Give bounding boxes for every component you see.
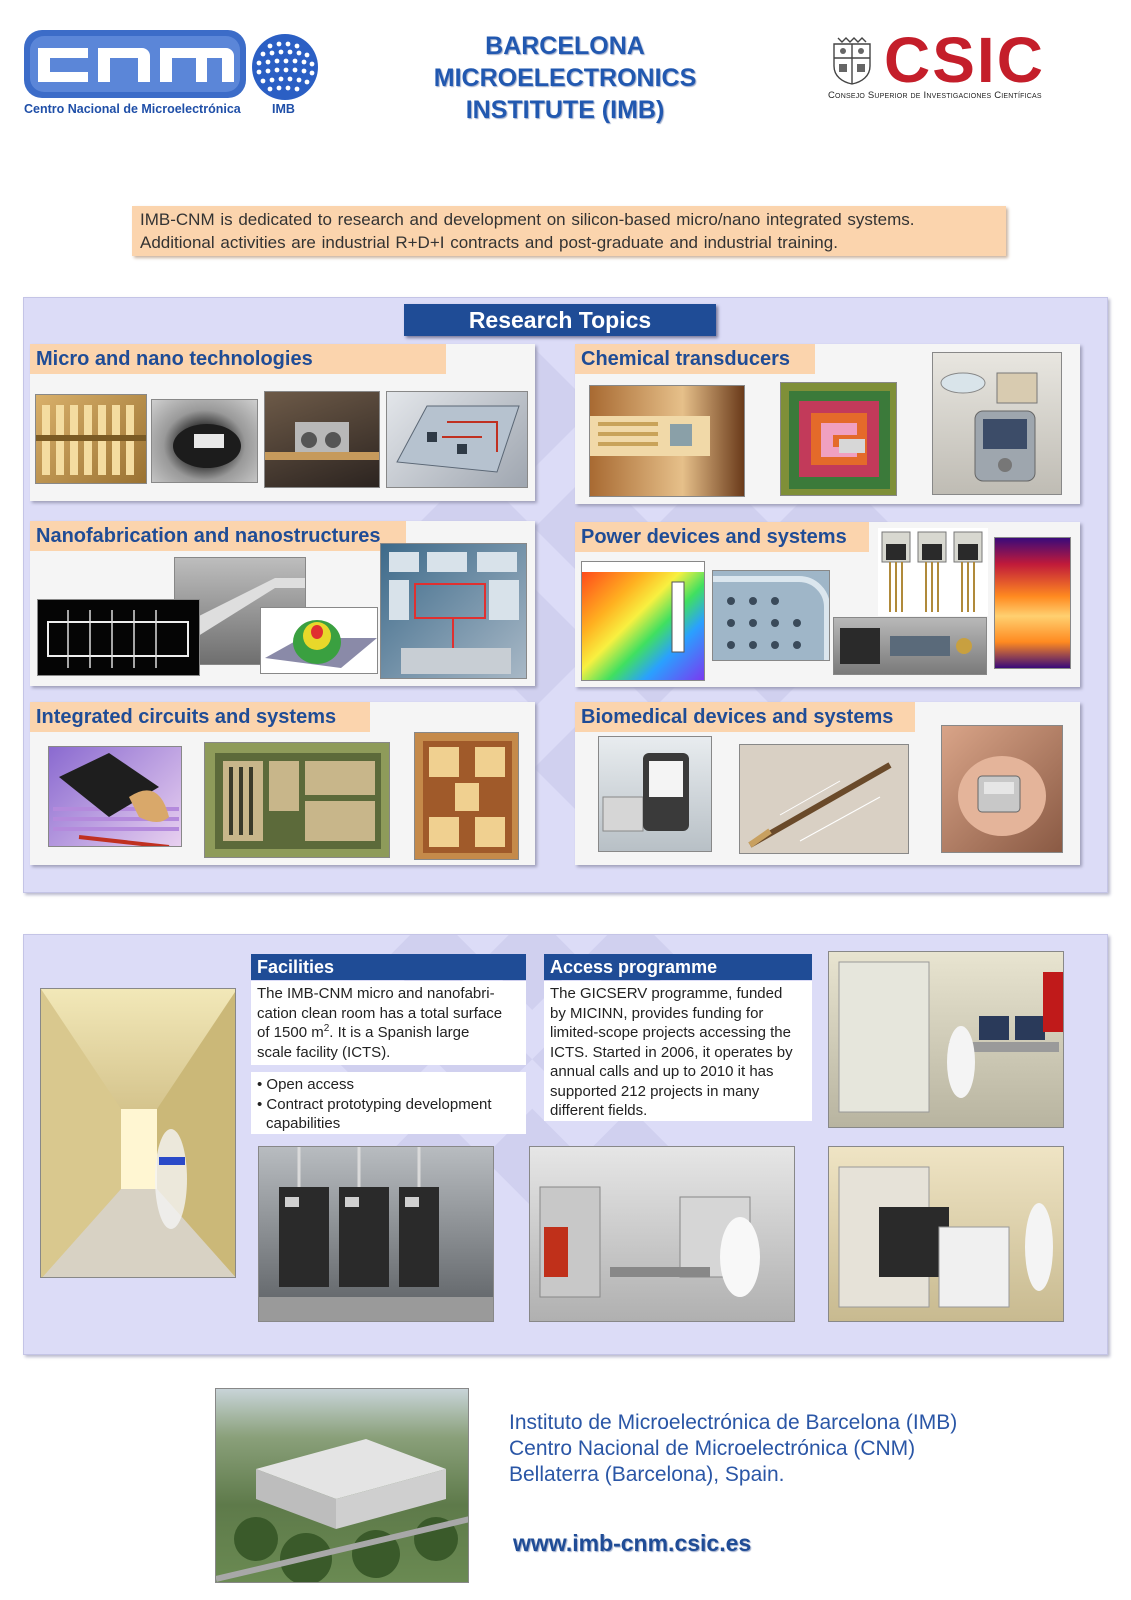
image-nanostructure-dark: [37, 599, 200, 676]
page-title: BARCELONA MICROELECTRONICS INSTITUTE (IM…: [380, 30, 750, 126]
intro-line: Additional activities are industrial R+D…: [140, 233, 838, 252]
topic-micro-nano-technologies: Micro and nano technologies: [30, 344, 535, 501]
image-thermal-map: [994, 537, 1071, 669]
image-chip-array: [35, 394, 147, 484]
image-implant-in-hand: [941, 725, 1063, 853]
image-pda-device: [598, 736, 712, 852]
image-field-simulation: [581, 561, 705, 681]
topic-label: Biomedical devices and systems: [575, 702, 915, 732]
institute-address: Instituto de Microelectrónica de Barcelo…: [509, 1410, 957, 1488]
intro-box: IMB-CNM is dedicated to research and dev…: [132, 206, 1006, 256]
image-rf-circuit-layout: [414, 732, 519, 860]
image-neural-probe: [739, 744, 909, 854]
facilities-bullets: • Open access • Contract prototyping dev…: [251, 1072, 526, 1134]
access-text-line: different fields.: [550, 1102, 648, 1119]
csic-logo: CSIC Consejo Superior de Investigaciones…: [828, 24, 1108, 112]
image-sensor-strip: [589, 385, 745, 497]
access-text-line: The GICSERV programme, funded: [550, 985, 783, 1002]
address-line: Bellaterra (Barcelona), Spain.: [509, 1463, 785, 1486]
intro-line: IMB-CNM is dedicated to research and dev…: [140, 210, 915, 229]
facilities-panel: Facilities The IMB-CNM micro and nanofab…: [23, 934, 1108, 1355]
topic-label: Chemical transducers: [575, 344, 815, 374]
access-text-line: supported 212 projects in many: [550, 1082, 760, 1100]
bullet-item: • Open access: [257, 1076, 354, 1093]
access-programme-header: Access programme: [544, 954, 812, 980]
image-power-module-board: [833, 617, 987, 675]
topic-label: Nanofabrication and nanostructures: [30, 521, 406, 551]
image-clean-room-corridor: [40, 988, 236, 1278]
csic-wordmark: CSIC: [884, 24, 1045, 96]
topic-integrated-circuits: Integrated circuits and systems: [30, 702, 535, 865]
facilities-text-line: scale facility (ICTS).: [257, 1043, 391, 1061]
facilities-text-fragment: of 1500 m: [257, 1024, 324, 1041]
title-line: MICROELECTRONICS: [433, 64, 697, 92]
image-sem-membrane: [151, 399, 258, 483]
facilities-description: The IMB-CNM micro and nanofabri- cation …: [251, 981, 526, 1065]
topic-biomedical-devices: Biomedical devices and systems: [575, 702, 1080, 865]
image-ic-layout: [204, 742, 390, 858]
csic-caption: Consejo Superior de Investigaciones Cien…: [828, 90, 1042, 101]
image-lab-operators: [529, 1146, 795, 1322]
image-aerial-campus: [215, 1388, 469, 1583]
research-topics-header: Research Topics: [404, 304, 716, 336]
cnm-logo: Centro Nacional de Microelectrónica IMB: [24, 30, 324, 122]
image-power-transistors: [878, 528, 988, 616]
website-link[interactable]: www.imb-cnm.csic.es: [513, 1530, 752, 1556]
image-lithography-tool: [828, 1146, 1064, 1322]
address-line: Centro Nacional de Microelectrónica (CNM…: [509, 1437, 916, 1460]
access-programme-description: The GICSERV programme, funded by MICINN,…: [544, 981, 812, 1121]
topic-chemical-transducers: Chemical transducers: [575, 344, 1080, 504]
facilities-text-line: The IMB-CNM micro and nanofabri-: [257, 985, 495, 1002]
research-topics-panel: Research Topics Micro and nano technolog…: [23, 297, 1108, 893]
facilities-text-fragment: . It is a Spanish large: [329, 1024, 470, 1041]
bullet-item-continuation: capabilities: [266, 1115, 341, 1132]
facilities-header: Facilities: [251, 954, 526, 980]
title-line: INSTITUTE (IMB): [465, 96, 665, 124]
bullet-item: • Contract prototyping development: [257, 1095, 492, 1113]
access-text-line: annual calls and up to 2010 it has: [550, 1063, 774, 1080]
imb-caption: IMB: [272, 102, 295, 116]
image-3d-surface-plot: [260, 607, 378, 674]
topic-label: Integrated circuits and systems: [30, 702, 370, 732]
topic-label: Micro and nano technologies: [30, 344, 446, 374]
topic-nanofabrication: Nanofabrication and nanostructures: [30, 521, 535, 686]
imb-globe-logo: [252, 34, 318, 100]
image-lab-workstation: [828, 951, 1064, 1128]
cnm-caption: Centro Nacional de Microelectrónica: [24, 102, 241, 116]
image-device-corner-sem: [712, 570, 830, 661]
image-micro-device: [264, 391, 380, 488]
superscript: 2: [323, 1023, 330, 1034]
image-process-equipment: [258, 1146, 494, 1322]
facilities-text-line: cation clean room has a total surface: [257, 1004, 503, 1022]
image-chip-layout-colored: [780, 382, 897, 496]
title-line: BARCELONA: [485, 32, 645, 60]
access-text-line: ICTS. Started in 2006, it operates by: [550, 1043, 793, 1061]
image-handheld-analyzer: [932, 352, 1062, 495]
csic-emblem-icon: [828, 34, 876, 86]
cnm-wordmark: [24, 30, 246, 98]
image-hearing-aid-chip: [48, 746, 182, 847]
access-text-line: limited-scope projects accessing the: [550, 1024, 791, 1041]
image-microfluidic-block: [386, 391, 528, 488]
address-line: Instituto de Microelectrónica de Barcelo…: [509, 1411, 958, 1434]
facilities-text-line: of 1500 m2. It is a Spanish large: [257, 1023, 520, 1043]
access-text-line: by MICINN, provides funding for: [550, 1004, 764, 1022]
image-circuit-micrograph: [380, 543, 527, 679]
topic-label: Power devices and systems: [575, 522, 869, 552]
topic-power-devices: Power devices and systems: [575, 522, 1080, 687]
